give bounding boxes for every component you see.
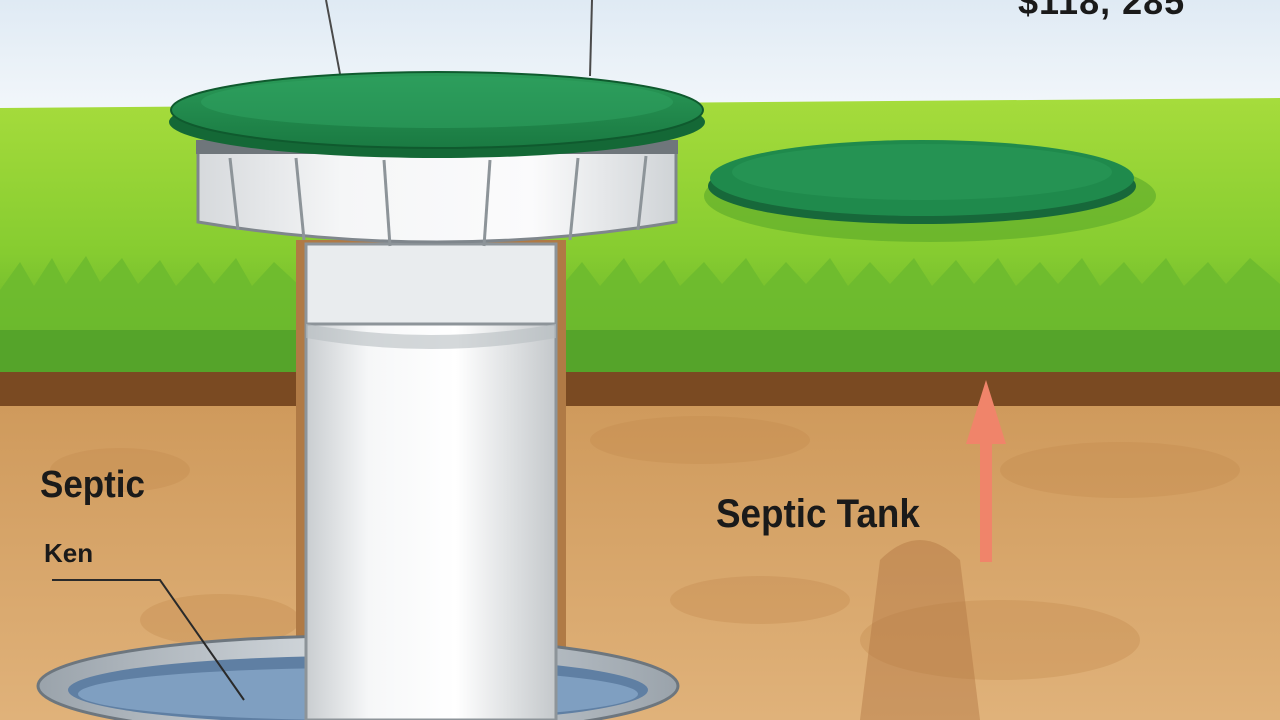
price-label: $118, 285 <box>1018 0 1186 22</box>
riser-lid-highlight <box>201 76 673 128</box>
riser-label: Septic <box>40 464 145 506</box>
soil-texture <box>50 416 1240 680</box>
hanging-line-left <box>325 0 341 75</box>
hanging-line-right <box>589 0 593 77</box>
ground-lid-highlight <box>732 144 1112 200</box>
riser-sublabel: Ken <box>44 538 94 568</box>
riser-pipe-shadow <box>306 324 556 349</box>
grass-base <box>0 330 1280 380</box>
riser-collar <box>196 146 678 244</box>
septic-tank-label: Septic Tank <box>716 492 920 536</box>
riser-pipe-band <box>304 242 558 326</box>
soil-shadow-streak <box>860 540 980 720</box>
topsoil-band <box>0 372 1280 412</box>
upward-arrow <box>966 380 1006 562</box>
collar-ribs <box>228 155 648 247</box>
riser-leader-line <box>52 579 245 701</box>
